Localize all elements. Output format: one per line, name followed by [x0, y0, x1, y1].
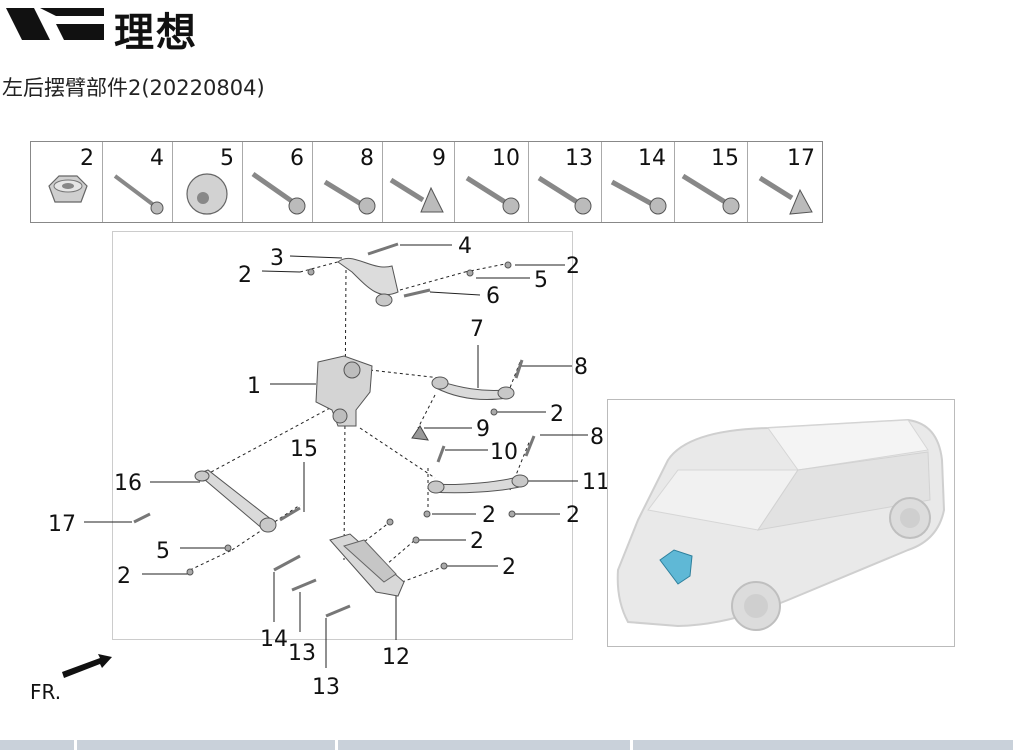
callout-2: 2 [482, 503, 496, 528]
callout-5: 5 [534, 268, 548, 293]
part-number: 6 [290, 146, 304, 171]
callout-14: 14 [260, 627, 288, 652]
page-title: 左后摆臂部件2(20220804) [2, 76, 265, 100]
part-number: 5 [220, 146, 234, 171]
part-number: 14 [638, 146, 666, 171]
callout-13: 13 [288, 641, 316, 666]
callout-2: 2 [470, 529, 484, 554]
part-number: 13 [565, 146, 593, 171]
vehicle-locator-view [607, 399, 955, 647]
callout-2: 2 [566, 254, 580, 279]
callout-2: 2 [502, 555, 516, 580]
bolt-icon [610, 179, 667, 215]
front-direction-label: FR. [30, 680, 62, 704]
part-number: 2 [80, 146, 94, 171]
bolt-icon [323, 179, 376, 215]
callout-5: 5 [156, 539, 170, 564]
part-cell-6[interactable]: 6 [243, 142, 313, 222]
bolt-icon [251, 171, 306, 215]
callout-17: 17 [48, 512, 76, 537]
upper-control-arm[interactable] [337, 257, 399, 307]
callout-8: 8 [574, 355, 588, 380]
callout-2: 2 [550, 402, 564, 427]
callout-9: 9 [476, 417, 490, 442]
toolbar-segment[interactable] [633, 740, 1013, 750]
bolt-icon [113, 174, 164, 215]
part-cell-5[interactable]: 5 [173, 142, 243, 222]
callout-labels: 3 4 2 2 5 6 7 8 1 2 9 8 10 15 16 11 2 2 … [48, 234, 610, 700]
callout-12: 12 [382, 645, 410, 670]
li-auto-logo-icon [6, 8, 104, 40]
nut-icon [48, 175, 88, 203]
part-cell-9[interactable]: 9 [383, 142, 455, 222]
bottom-toolbar [0, 740, 1024, 750]
callout-6: 6 [486, 284, 500, 309]
toolbar-segment[interactable] [338, 740, 630, 750]
callout-15: 15 [290, 437, 318, 462]
part-number: 10 [492, 146, 520, 171]
leader-lines [84, 244, 588, 668]
callout-8: 8 [590, 425, 604, 450]
part-cell-13[interactable]: 13 [529, 142, 602, 222]
lower-arm-11[interactable] [427, 474, 529, 494]
part-number: 9 [432, 146, 446, 171]
toolbar-segment[interactable] [0, 740, 74, 750]
part-cell-2[interactable]: 2 [31, 142, 103, 222]
wheel-knuckle[interactable] [315, 355, 373, 427]
part-number: 8 [360, 146, 374, 171]
washer-icon [186, 173, 228, 215]
bolt-marks [133, 242, 536, 618]
callout-4: 4 [458, 234, 472, 259]
part-cell-17[interactable]: 17 [748, 142, 823, 222]
callout-3: 3 [270, 246, 284, 271]
parts-strip: 2 4 5 6 8 9 [30, 141, 823, 223]
bracket-icon [389, 177, 444, 213]
car-icon [616, 418, 946, 631]
part-number: 4 [150, 146, 164, 171]
callout-2: 2 [566, 503, 580, 528]
toe-link-arm[interactable] [431, 376, 515, 401]
part-cell-15[interactable]: 15 [675, 142, 748, 222]
part-cell-14[interactable]: 14 [602, 142, 675, 222]
callout-2: 2 [238, 263, 252, 288]
bolt-icon [681, 173, 740, 215]
callout-7: 7 [470, 317, 484, 342]
bracket-9[interactable] [411, 425, 429, 441]
callout-13: 13 [312, 675, 340, 700]
part-cell-4[interactable]: 4 [103, 142, 173, 222]
part-number: 17 [787, 146, 815, 171]
callout-16: 16 [114, 471, 142, 496]
trailing-arm[interactable] [194, 469, 277, 533]
part-number: 15 [711, 146, 739, 171]
callout-2: 2 [117, 564, 131, 589]
brand-name: 理想 [114, 10, 198, 56]
callout-11: 11 [582, 470, 610, 495]
part-cell-10[interactable]: 10 [455, 142, 529, 222]
callout-1: 1 [247, 374, 261, 399]
brand-logo: 理想 [4, 2, 214, 56]
highlighted-part-icon [659, 549, 693, 585]
eccentric-bolt-icon [758, 175, 813, 215]
spring-link-arm[interactable] [329, 533, 405, 597]
part-cell-8[interactable]: 8 [313, 142, 383, 222]
fastener-marks [186, 261, 516, 576]
front-direction-arrow-icon [62, 654, 112, 678]
bolt-icon [465, 175, 520, 215]
callout-10: 10 [490, 440, 518, 465]
bolt-icon [537, 175, 592, 215]
toolbar-segment[interactable] [77, 740, 335, 750]
